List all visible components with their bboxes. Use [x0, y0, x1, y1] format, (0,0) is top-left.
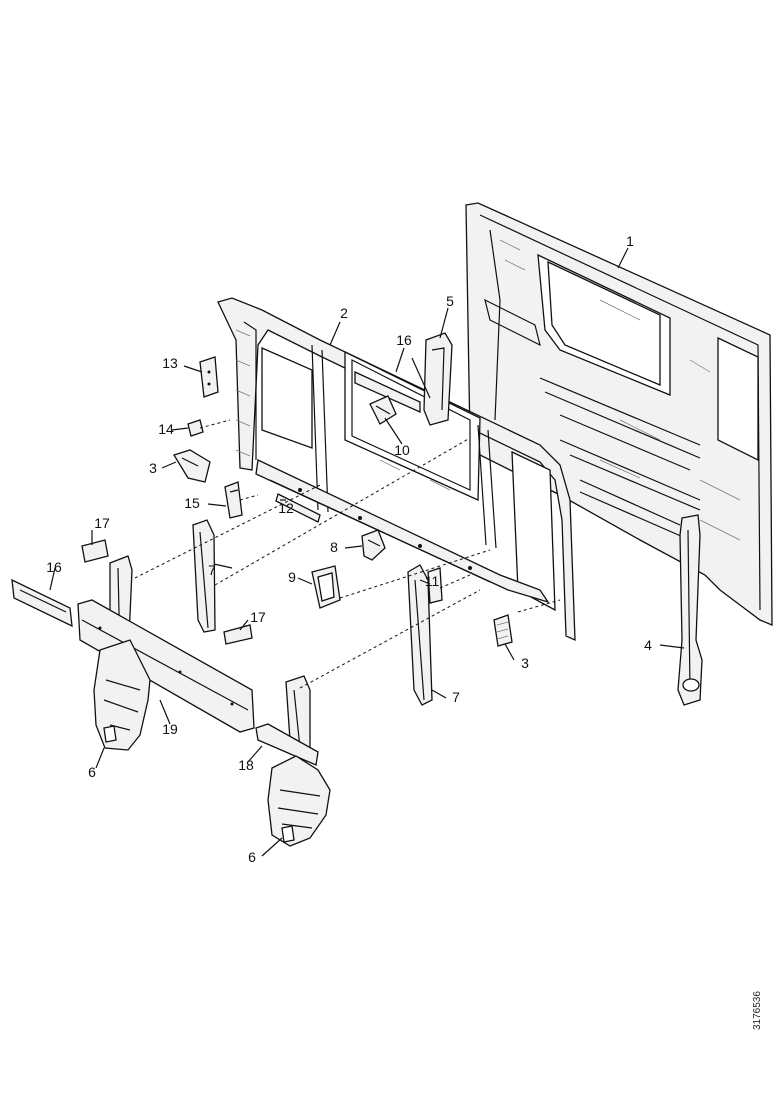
document-id: 3176536: [752, 991, 763, 1030]
cross-strip: [275, 493, 321, 523]
fastener: [187, 419, 204, 437]
frame-insert: [311, 565, 341, 609]
callout-vertical-brace-right: 7: [452, 689, 460, 705]
pad-lower: [223, 624, 253, 645]
right-mount-casting: [267, 755, 331, 847]
callout-right-pillar: 4: [644, 637, 652, 653]
callout-vertical-brace-left: 7: [208, 562, 216, 578]
callout-right-mount-casting: 6: [248, 849, 256, 865]
callout-small-bracket: 15: [184, 495, 200, 511]
right-pillar: [677, 514, 703, 706]
cross-member: [77, 599, 255, 733]
callout-frame-insert: 9: [288, 569, 296, 585]
callout-small-clip: 11: [425, 573, 440, 589]
callout-pad-lower: 17: [250, 609, 266, 625]
callout-fastener: 14: [158, 421, 174, 437]
callout-cross-member: 19: [162, 721, 178, 737]
callout-left-rail: 16: [46, 559, 62, 575]
left-rail: [11, 578, 73, 628]
callout-center-fitting: 10: [394, 442, 410, 458]
callout-rear-frame: 2: [340, 305, 348, 321]
callout-upper-bracket: 5: [446, 293, 454, 309]
upper-bracket: [423, 332, 453, 426]
left-mount-casting: [93, 639, 151, 751]
callout-bracket-left: 3: [149, 460, 157, 476]
callout-cross-strip: 12: [278, 500, 294, 516]
callout-left-mount-casting: 6: [88, 764, 96, 780]
hinge-bracket: [361, 529, 386, 561]
pad-upper: [81, 539, 109, 563]
rear-frame: [217, 297, 576, 642]
vertical-brace-right: [407, 564, 433, 706]
callout-hinge-bracket: 8: [330, 539, 338, 555]
upper-support: [354, 370, 421, 414]
callout-upper-support: 16: [396, 332, 412, 348]
callout-rear-wall-outer-panel: 1: [626, 233, 634, 249]
callout-pad-upper: 17: [94, 515, 110, 531]
assembly-lines: [134, 419, 561, 689]
lower-rail: [255, 723, 319, 766]
callout-lower-rail: 18: [238, 757, 254, 773]
bracket-right: [493, 614, 513, 647]
small-clip: [427, 567, 443, 604]
callout-bracket-right: 3: [521, 655, 529, 671]
vertical-brace-left: [192, 519, 216, 633]
small-bracket: [224, 481, 243, 519]
top-plate: [199, 356, 219, 398]
center-fitting: [369, 395, 397, 425]
leader-lines: [49, 247, 685, 857]
bracket-left: [173, 449, 211, 483]
callout-top-plate: 13: [162, 355, 178, 371]
